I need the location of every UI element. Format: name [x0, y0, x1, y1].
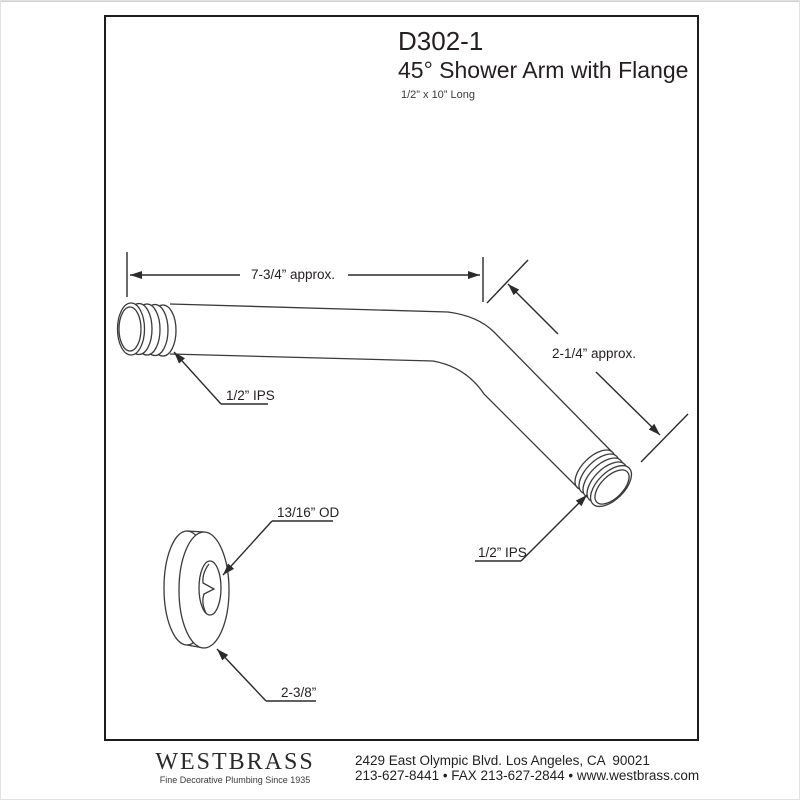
model-number: D302-1 — [398, 26, 484, 56]
flange-diameter-label: 2-3/8” — [281, 685, 316, 700]
dimension-arrow-down — [595, 371, 661, 436]
product-spec: 1/2” x 10” Long — [401, 89, 475, 101]
pipe-outline — [169, 303, 613, 489]
footer: WESTBRASS Fine Decorative Plumbing Since… — [0, 745, 800, 800]
flange-hole — [198, 560, 222, 616]
brand-logo: WESTBRASS Fine Decorative Plumbing Since… — [150, 750, 320, 785]
extension-tick — [486, 259, 529, 304]
extension-tick — [640, 413, 689, 463]
flange-hole-detail — [202, 563, 216, 614]
leader-flange-hole — [222, 520, 333, 576]
leader-outlet-ips — [475, 494, 588, 562]
inlet-threads — [116, 302, 177, 357]
title-block: D302-1 45° Shower Arm with Flange 1/2” x… — [398, 26, 688, 102]
leader-flange-diameter — [216, 648, 316, 702]
brand-name: WESTBRASS — [155, 749, 315, 775]
bend-length-label: 2-1/4” approx. — [552, 346, 636, 361]
dimension-arrow-up — [507, 283, 559, 335]
inlet-ips-label: 1/2” IPS — [226, 388, 275, 403]
footer-contact: 213-627-8441 • FAX 213-627-2844 • www.we… — [355, 768, 700, 783]
arm-length-label: 7-3/4” approx. — [251, 267, 335, 282]
leader-inlet-ips — [173, 351, 268, 405]
brand-tagline: Fine Decorative Plumbing Since 1935 — [159, 775, 311, 785]
footer-address: 2429 East Olympic Blvd. Los Angeles, CA … — [355, 753, 650, 768]
flange — [163, 530, 230, 649]
outlet-ips-label: 1/2” IPS — [478, 545, 527, 560]
product-title: 45° Shower Arm with Flange — [398, 57, 689, 83]
dimension-arm-length — [126, 252, 484, 302]
dimension-bend-length — [486, 259, 689, 463]
flange-hole-label: 13/16” OD — [277, 505, 340, 520]
